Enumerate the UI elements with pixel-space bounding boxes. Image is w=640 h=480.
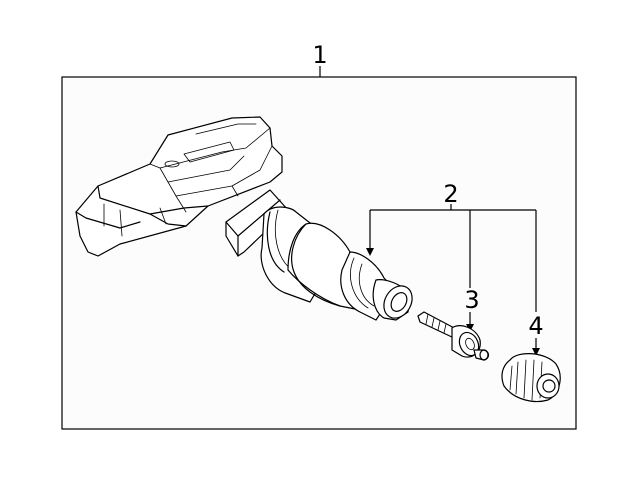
valve-stem	[225, 189, 413, 321]
callout-3-label: 3	[464, 286, 479, 314]
callout-4-leader	[532, 338, 540, 356]
valve-core	[417, 311, 490, 361]
callout-4-label: 4	[528, 312, 543, 340]
callout-2-label: 2	[443, 180, 458, 208]
sensor-housing	[75, 116, 283, 257]
callout-1-label: 1	[312, 41, 327, 69]
valve-cap	[501, 353, 561, 403]
callout-2-leader	[366, 204, 537, 312]
